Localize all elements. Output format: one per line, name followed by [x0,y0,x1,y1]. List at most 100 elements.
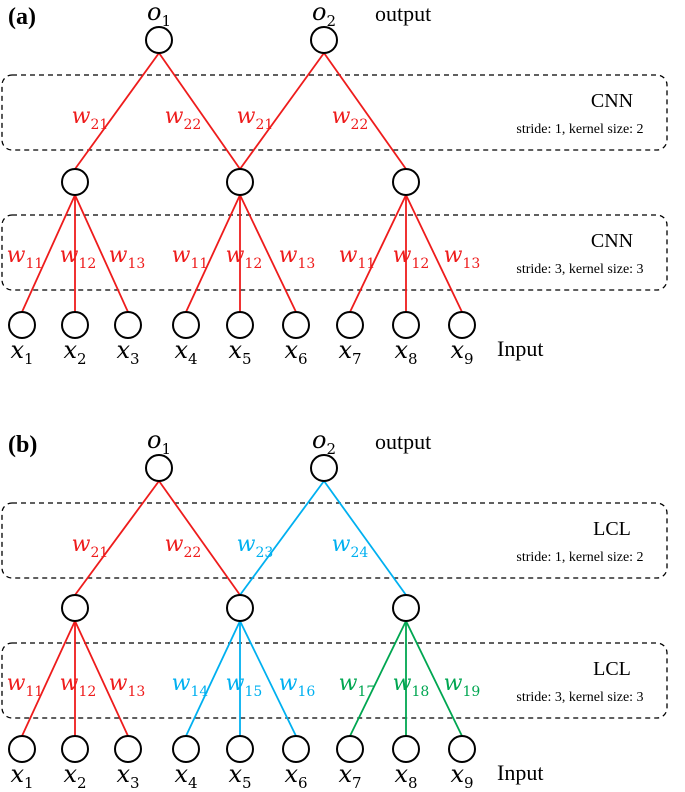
top-layer-title: CNN [591,90,633,112]
weight-label: w13 [109,243,146,272]
input-node-label-main: x [116,336,130,364]
input-node-label-main: x [10,760,24,788]
weight-label: w13 [279,243,316,272]
input-node [8,311,36,339]
weight-label-text-subscript: 17 [358,684,376,700]
input-node-label-main: x [63,336,77,364]
weight-label-text-main: w [339,243,358,268]
weight-label-text: w21 [237,104,274,133]
weight-label-text: w16 [279,671,316,700]
edge-output-to-hidden [158,480,241,596]
weight-label-text-subscript: 23 [256,545,274,561]
edge-hidden-to-input [21,620,76,737]
edge-hidden-to-input [405,194,463,313]
weight-label-text-subscript: 22 [184,117,202,133]
input-node-label: x1 [10,760,33,792]
weight-label-text-main: w [226,671,245,696]
weight-label-text-main: w [172,671,191,696]
input-node-label-subscript: 9 [464,774,474,792]
input-node [226,311,254,339]
input-node [282,311,310,339]
hidden-node [392,168,420,196]
input-node-label: x8 [394,336,417,368]
weight-label-text-subscript: 11 [358,256,376,272]
weight-label-text-subscript: 16 [298,684,316,700]
input-node-label-main: x [450,336,464,364]
input-node-label-subscript: 1 [24,350,34,368]
input-node-label: x6 [284,336,307,368]
output-node [310,26,338,54]
edge-output-to-hidden [239,52,325,170]
weight-label-text-main: w [7,671,26,696]
weight-label-text-subscript: 19 [463,684,481,700]
weight-label-text: w19 [444,671,481,700]
edge-output-to-hidden [239,480,325,596]
input-node-label-main: x [284,760,298,788]
weight-label-text: w11 [7,671,44,700]
input-node-label: x3 [116,760,139,792]
output-node-label: o1 [147,0,171,30]
output-node [310,454,338,482]
input-node-label-main: x [450,760,464,788]
weight-label: w17 [339,671,376,700]
edge-hidden-to-input [74,620,129,737]
weight-label: w22 [165,104,202,133]
input-node-label-subscript: 7 [352,774,362,792]
weight-label-text: w17 [339,671,376,700]
edge-output-to-hidden [74,480,160,596]
output-node-label-main: o [147,426,161,454]
weight-label-text: w15 [226,671,263,700]
weight-label-text: w11 [7,243,44,272]
input-node [114,735,142,763]
weight-label-text: w12 [226,243,263,272]
bottom-layer-box [1,642,668,719]
input-node-label: x4 [174,336,197,368]
weight-label-text-main: w [109,671,128,696]
weight-label: w19 [444,671,481,700]
weight-label-text-main: w [7,243,26,268]
weight-label: w11 [7,243,44,272]
weight-label-text: w14 [172,671,209,700]
weight-label-text-main: w [165,532,184,557]
weight-label-text-subscript: 21 [91,117,109,133]
edge-hidden-to-input [405,620,463,737]
input-node-label: x4 [174,760,197,792]
weight-label-text-subscript: 12 [79,684,97,700]
output-node-label-subscript: 1 [161,440,171,458]
input-node-label-subscript: 3 [130,350,140,368]
weight-label: w11 [7,671,44,700]
weight-label-text-main: w [332,104,351,129]
input-node-label-subscript: 8 [408,350,418,368]
input-node [226,735,254,763]
input-node-label: x7 [338,760,361,792]
weight-label: w11 [172,243,209,272]
weight-label-text-main: w [226,243,245,268]
input-node-label-subscript: 5 [242,774,252,792]
weight-label: w12 [226,243,263,272]
panel-label: (b) [8,432,37,458]
input-node-label: x2 [63,336,86,368]
weight-label: w22 [165,532,202,561]
input-node-label-subscript: 9 [464,350,474,368]
weight-label-text: w12 [393,243,430,272]
output-node-label: o1 [147,426,171,458]
input-node-label-subscript: 2 [77,350,87,368]
weight-label: w13 [109,671,146,700]
weight-label-text-subscript: 13 [128,256,146,272]
edge-hidden-to-input [185,620,241,737]
input-node-label-main: x [338,336,352,364]
input-node [448,311,476,339]
output-label: output [375,429,431,454]
input-node-label: x8 [394,760,417,792]
input-node [61,311,89,339]
bottom-layer-box [1,214,668,291]
weight-label-text-main: w [279,671,298,696]
input-node-label-main: x [10,336,24,364]
weight-label-text-subscript: 14 [191,684,209,700]
weight-label-text-subscript: 12 [245,256,263,272]
hidden-node [61,594,89,622]
input-node-label-subscript: 4 [188,774,198,792]
input-node [8,735,36,763]
input-node [61,735,89,763]
weight-label-text-subscript: 11 [26,684,44,700]
